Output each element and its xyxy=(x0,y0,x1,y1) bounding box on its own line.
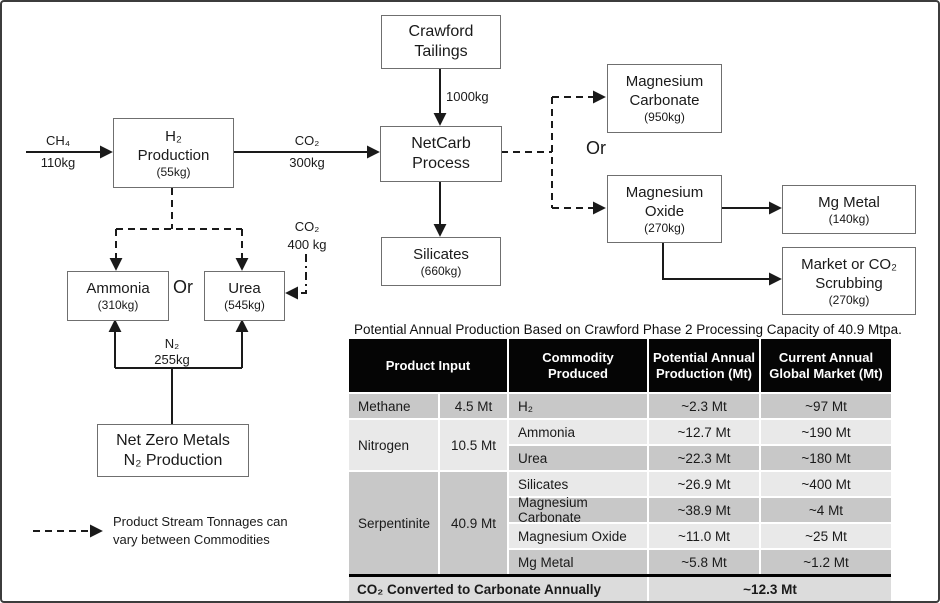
box-label: Net Zero Metals xyxy=(116,431,230,449)
box-label: H₂ xyxy=(165,127,182,145)
cell-market-magnesium-oxide: ~25 Mt xyxy=(761,524,891,548)
box-amount: (310kg) xyxy=(97,298,139,312)
box-magnesium-carbonate: Magnesium Carbonate (950kg) xyxy=(607,64,722,133)
table-footer-value: ~12.3 Mt xyxy=(647,577,891,601)
cell-production-silicates: ~26.9 Mt xyxy=(649,472,759,496)
label-co2-feed-amount: 300kg xyxy=(289,155,325,170)
cell-input-nitrogen-amount: 10.5 Mt xyxy=(440,420,507,470)
label-ch4-amount: 110kg xyxy=(40,155,76,170)
arrow-mgoxide-to-market xyxy=(662,242,782,286)
label-n2-feed-amount: 255kg xyxy=(154,352,190,367)
cell-production-urea: ~22.3 Mt xyxy=(649,446,759,470)
cell-commodity-h2: H₂ xyxy=(509,394,647,418)
production-table: Product Input Commodity Produced Potenti… xyxy=(349,339,891,574)
box-h2-production: H₂ Production (55kg) xyxy=(113,118,234,188)
label-n2-feed: N₂ xyxy=(164,336,180,351)
box-label: Urea xyxy=(228,280,261,297)
box-amount: (950kg) xyxy=(644,110,685,124)
cell-market-magnesium-carbonate: ~4 Mt xyxy=(761,498,891,522)
table-header-commodity-produced: Commodity Produced xyxy=(509,339,647,392)
box-label: Tailings xyxy=(414,43,468,60)
box-amount: (55kg) xyxy=(156,164,191,179)
line-n2-distribution xyxy=(115,367,242,424)
cell-commodity-magnesium-oxide: Magnesium Oxide xyxy=(509,524,647,548)
dashed-h2-split xyxy=(116,188,242,230)
box-mg-metal: Mg Metal (140kg) xyxy=(782,185,916,234)
cell-market-ammonia: ~190 Mt xyxy=(761,420,891,444)
cell-input-nitrogen: Nitrogen xyxy=(349,420,438,470)
box-amount: (270kg) xyxy=(644,220,685,235)
legend-line: Product Stream Tonnages can xyxy=(113,514,288,529)
label-ch4: CH₄ xyxy=(45,133,71,148)
box-label: N₂ Production xyxy=(123,451,223,469)
cell-commodity-urea: Urea xyxy=(509,446,647,470)
label-or-carbonate-oxide: Or xyxy=(586,138,606,158)
cell-production-mg-metal: ~5.8 Mt xyxy=(649,550,759,574)
box-market-co2-scrubbing: Market or CO₂ Scrubbing (270kg) xyxy=(782,247,916,315)
box-crawford-tailings: Crawford Tailings xyxy=(381,15,501,69)
box-label: Carbonate xyxy=(629,92,700,109)
cell-commodity-mg-metal: Mg Metal xyxy=(509,550,647,574)
cell-input-methane: Methane xyxy=(349,394,438,418)
box-amount: (660kg) xyxy=(420,263,462,278)
box-magnesium-oxide: Magnesium Oxide (270kg) xyxy=(607,175,722,243)
label-tailings-feed-amount: 1000kg xyxy=(446,89,489,104)
box-label: Scrubbing xyxy=(815,274,883,292)
box-amount: (545kg) xyxy=(224,298,265,312)
box-label: Production xyxy=(137,146,210,164)
cell-production-h2: ~2.3 Mt xyxy=(649,394,759,418)
table-footer-label: CO₂ Converted to Carbonate Annually xyxy=(357,582,602,597)
cell-commodity-magnesium-carbonate: Magnesium Carbonate xyxy=(509,495,647,525)
table-header-current-annual-global-market: Current Annual Global Market (Mt) xyxy=(761,339,891,392)
box-label: Mg Metal xyxy=(818,193,880,211)
cell-input-serpentinite: Serpentinite xyxy=(349,472,438,574)
table-header-product-input: Product Input xyxy=(349,339,507,392)
table-header-potential-annual-production: Potential Annual Production (Mt) xyxy=(649,339,759,392)
cell-commodity-silicates: Silicates xyxy=(509,472,647,496)
legend-line: vary between Commodities xyxy=(113,532,270,547)
label-co2-urea: CO₂ xyxy=(294,219,320,234)
box-net-zero-metals: Net Zero Metals N₂ Production xyxy=(97,424,249,477)
arrow-co2-to-urea xyxy=(285,254,307,300)
cell-production-ammonia: ~12.7 Mt xyxy=(649,420,759,444)
box-label: Silicates xyxy=(413,245,469,263)
box-urea: Urea (545kg) xyxy=(204,271,285,321)
dashed-netcarb-split xyxy=(501,97,553,208)
table-title: Potential Annual Production Based on Cra… xyxy=(354,322,902,337)
cell-commodity-ammonia: Ammonia xyxy=(509,420,647,444)
cell-input-serpentinite-amount: 40.9 Mt xyxy=(440,472,507,574)
box-label: Market or CO₂ xyxy=(801,255,897,273)
label-co2-urea-amount: 400 kg xyxy=(287,237,327,252)
box-ammonia: Ammonia (310kg) xyxy=(67,271,169,321)
box-label: Ammonia xyxy=(86,280,150,297)
cell-market-urea: ~180 Mt xyxy=(761,446,891,470)
legend-text: Product Stream Tonnages can vary between… xyxy=(113,513,303,549)
label-or-ammonia-urea: Or xyxy=(173,277,193,297)
cell-input-methane-amount: 4.5 Mt xyxy=(440,394,507,418)
box-netcarb-process: NetCarb Process xyxy=(380,126,502,182)
box-silicates: Silicates (660kg) xyxy=(381,237,501,286)
label-co2-feed: CO₂ xyxy=(294,133,320,148)
box-label: Oxide xyxy=(644,202,685,220)
cell-market-h2: ~97 Mt xyxy=(761,394,891,418)
cell-production-magnesium-oxide: ~11.0 Mt xyxy=(649,524,759,548)
box-amount: (270kg) xyxy=(828,292,870,307)
box-label: NetCarb xyxy=(411,135,471,152)
box-label: Magnesium xyxy=(625,73,704,90)
box-label: Magnesium xyxy=(625,183,704,201)
box-label: Process xyxy=(412,155,470,172)
box-label: Crawford xyxy=(408,23,474,40)
box-amount: (140kg) xyxy=(828,211,870,226)
cell-market-mg-metal: ~1.2 Mt xyxy=(761,550,891,574)
table-footer: CO₂ Converted to Carbonate Annually ~12.… xyxy=(349,574,891,601)
cell-production-magnesium-carbonate: ~38.9 Mt xyxy=(649,498,759,522)
cell-market-silicates: ~400 Mt xyxy=(761,472,891,496)
